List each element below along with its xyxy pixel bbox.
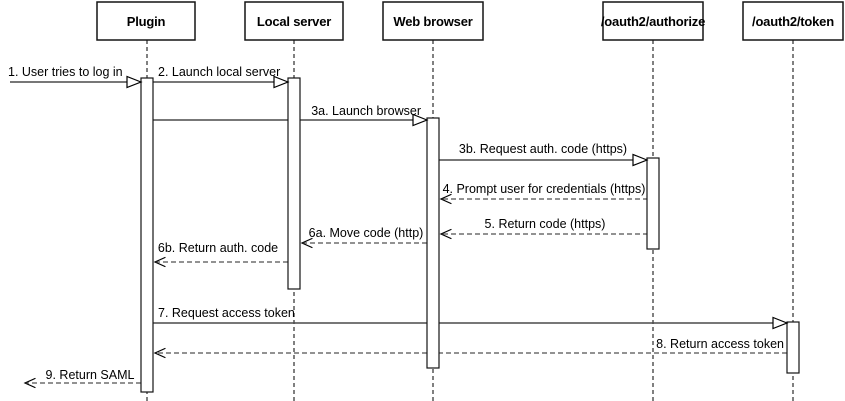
message-label-8: 8. Return access token bbox=[656, 337, 784, 351]
open-arrowhead-icon bbox=[23, 377, 36, 389]
open-arrowhead-icon bbox=[439, 228, 452, 240]
open-arrowhead-icon bbox=[153, 256, 166, 268]
activation-web-browser bbox=[426, 117, 440, 369]
actor-label-web-browser: Web browser bbox=[393, 14, 472, 29]
actor-box-oauth2-token bbox=[742, 1, 844, 41]
message-label-9: 9. Return SAML bbox=[46, 368, 135, 382]
message-label-2: 2. Launch local server bbox=[158, 65, 280, 79]
actor-box-plugin bbox=[96, 1, 196, 41]
hollow-arrowhead-icon bbox=[632, 153, 649, 167]
hollow-arrowhead-icon bbox=[126, 75, 143, 89]
open-arrowhead-icon bbox=[439, 193, 452, 205]
actor-box-local-server bbox=[244, 1, 344, 41]
hollow-arrowhead-icon bbox=[273, 75, 290, 89]
message-label-7: 7. Request access token bbox=[158, 306, 295, 320]
actor-label-oauth2-authorize: /oauth2/authorize bbox=[601, 14, 705, 29]
message-label-6b: 6b. Return auth. code bbox=[158, 241, 278, 255]
message-label-6a: 6a. Move code (http) bbox=[309, 226, 424, 240]
message-label-3a: 3a. Launch browser bbox=[311, 104, 421, 118]
hollow-arrowhead-icon bbox=[772, 316, 789, 330]
actor-label-local-server: Local server bbox=[257, 14, 331, 29]
activation-oauth2-token bbox=[786, 321, 800, 374]
open-arrowhead-icon bbox=[153, 347, 166, 359]
activation-plugin bbox=[140, 77, 154, 393]
hollow-arrowhead-icon bbox=[412, 113, 429, 127]
actor-box-oauth2-authorize bbox=[602, 1, 704, 41]
activation-oauth2-authorize bbox=[646, 157, 660, 250]
open-arrowhead-icon bbox=[300, 237, 313, 249]
message-label-4: 4. Prompt user for credentials (https) bbox=[443, 182, 646, 196]
message-label-5: 5. Return code (https) bbox=[485, 217, 606, 231]
actor-box-web-browser bbox=[382, 1, 484, 41]
message-label-1: 1. User tries to log in bbox=[8, 65, 123, 79]
actor-label-oauth2-token: /oauth2/token bbox=[752, 14, 834, 29]
activation-local-server bbox=[287, 77, 301, 290]
actor-label-plugin: Plugin bbox=[127, 14, 166, 29]
message-label-3b: 3b. Request auth. code (https) bbox=[459, 142, 627, 156]
